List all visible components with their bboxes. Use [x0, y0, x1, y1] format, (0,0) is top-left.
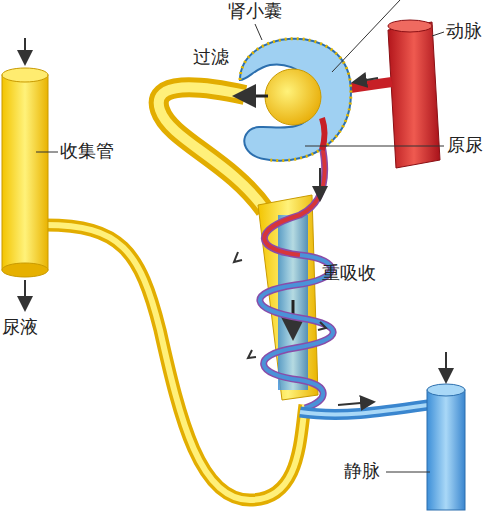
part-label: 静脉: [344, 460, 380, 482]
part-label: 原尿: [447, 134, 483, 156]
part-label: 动脉: [446, 20, 482, 42]
part-label: 重吸收: [322, 262, 376, 284]
part-label: 收集管: [60, 140, 114, 162]
part-label: 肾小囊: [228, 0, 282, 22]
part-label: 过滤: [193, 46, 229, 68]
part-label: 尿液: [2, 316, 38, 338]
